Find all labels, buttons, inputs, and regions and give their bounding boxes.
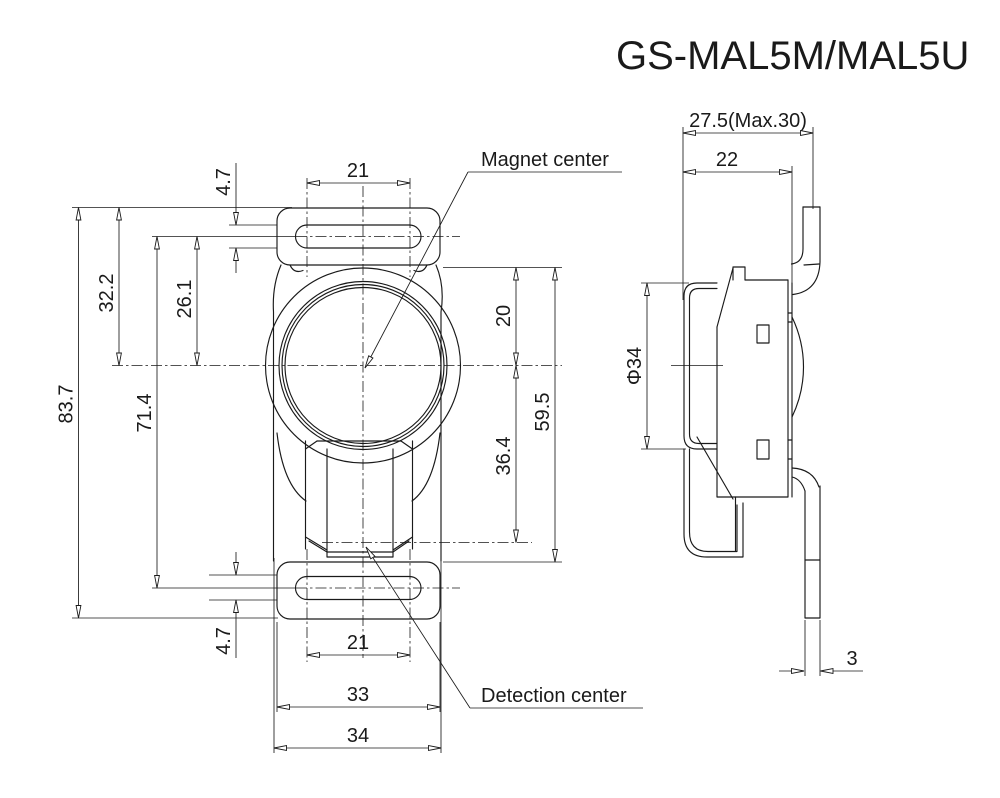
magnet-center-label: Magnet center (481, 149, 609, 171)
housing-top-tab (732, 266, 746, 281)
side-view-extension-lines (641, 127, 821, 676)
dim-slot-width-top: 21 (347, 160, 369, 182)
dim-magnet-diameter: Φ34 (624, 347, 646, 385)
dim-top-to-bottom-tab: 59.5 (532, 393, 554, 432)
dim-overall-depth: 27.5(Max.30) (689, 110, 807, 132)
front-view-extension-lines (72, 207, 562, 753)
housing-hole-bottom (756, 439, 770, 460)
dim-tab-width: 33 (347, 684, 369, 706)
lower-cap (683, 448, 744, 558)
magnet-center-callout: Magnet center (364, 149, 622, 369)
bracket-bottom-hook (791, 467, 821, 619)
dim-slot-height-bottom: 4.7 (213, 627, 235, 655)
front-view: 21 4.7 32.2 26.1 71.4 83.7 20 36.4 59.5 … (56, 149, 643, 753)
dim-slot-to-slot: 71.4 (134, 394, 156, 433)
dim-overall-height: 83.7 (56, 385, 78, 424)
bottom-tab (276, 561, 441, 620)
side-view-outline (671, 206, 821, 619)
dim-slot-center-to-center: 26.1 (174, 280, 196, 319)
drawing-title: GS-MAL5M/MAL5U (616, 34, 969, 78)
side-view-dimension-lines (644, 130, 863, 674)
detection-center-callout: Detection center (365, 546, 643, 709)
top-slot (295, 224, 422, 249)
dim-center-to-detection: 36.4 (493, 437, 515, 476)
dim-overall-width: 34 (347, 725, 369, 747)
dim-bracket-thickness: 3 (846, 648, 857, 670)
front-view-dimension-lines (75, 163, 558, 751)
hex-body (304, 440, 414, 558)
housing-hole-top (756, 324, 770, 344)
dim-body-depth: 22 (716, 149, 738, 171)
bracket-top-hook (790, 206, 821, 296)
side-view: 27.5(Max.30) 22 Φ34 3 (624, 110, 863, 676)
dim-center-to-top: 20 (493, 305, 515, 327)
dim-slot-width-bottom: 21 (347, 632, 369, 654)
detection-center-label: Detection center (481, 685, 627, 707)
front-view-centerlines (112, 178, 562, 662)
bottom-slot (295, 575, 422, 601)
magnet-cap (683, 282, 718, 450)
connector-bulge (791, 316, 805, 418)
dim-slot-height-top: 4.7 (213, 168, 235, 196)
dim-tab-top-to-center: 32.2 (96, 274, 118, 313)
